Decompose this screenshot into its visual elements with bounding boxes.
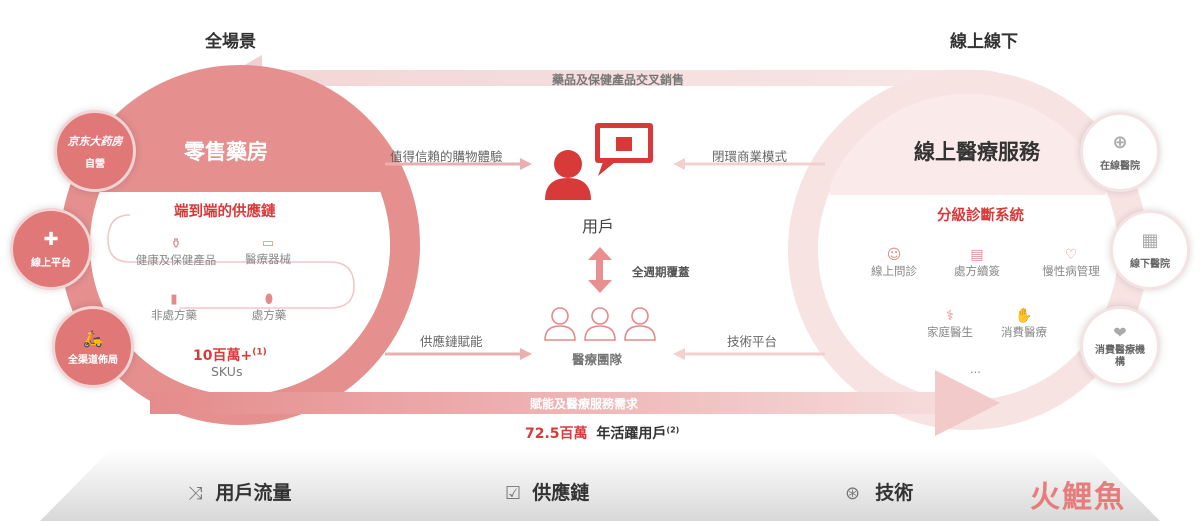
pillar-label: 技術	[875, 482, 914, 504]
doctor-icon: ☺	[886, 247, 902, 263]
floor-band	[40, 450, 1160, 521]
capsule-icon: ⬮	[264, 292, 274, 307]
closed-loop-label: 閉環商業模式	[712, 149, 788, 164]
bottle-icon: ⚱	[170, 236, 182, 252]
bubble-label: 線上平台	[31, 258, 71, 269]
stethoscope-icon: ⚕	[946, 308, 954, 324]
active-users: 72.5百萬 年活躍用戶(2)	[525, 423, 679, 443]
jd-pharmacy-logo: 京东大药房	[67, 134, 123, 148]
online-subtitle: 分級診斷系統	[937, 208, 1024, 224]
retail-loop-line	[107, 214, 355, 309]
user-label: 用戶	[582, 217, 615, 236]
pill-bottle-icon: ▮	[170, 292, 178, 307]
online-title-cap	[830, 93, 1106, 195]
sku-count: 10百萬+(1)	[193, 345, 267, 365]
pillar-technology: ⊛ 技術	[845, 478, 913, 505]
retail-subtitle: 端到端的供應鏈	[174, 204, 276, 220]
trusted-experience-label: 值得信賴的購物體驗	[390, 149, 503, 164]
heartbeat-icon: ♡	[1064, 247, 1078, 263]
online-item-chronic: ♡ 慢性病管理	[1036, 247, 1106, 279]
online-title: 線上醫療服務	[914, 140, 1040, 164]
pillar-traffic: ⤨ 用戶流量	[188, 478, 292, 505]
retail-title: 零售藥房	[184, 140, 268, 164]
bottom-band-arrow-head	[935, 370, 1000, 436]
user-icon	[545, 123, 653, 200]
medical-team-icons	[544, 307, 656, 341]
checklist-icon: ☑	[505, 483, 522, 504]
bubble-label: 線下醫院	[1130, 259, 1170, 270]
middle-arrows	[385, 158, 825, 360]
online-item-family-doctor: ⚕ 家庭醫生	[918, 308, 982, 340]
retail-title-cap	[100, 83, 380, 192]
sku-value: 10百萬+	[193, 348, 253, 364]
bubble-consumer-institution: ❤ 消費醫療機構	[1080, 306, 1160, 386]
bubble-label: 全渠道佈局	[68, 354, 118, 366]
hand-care-icon: ✋	[1015, 308, 1033, 324]
medical-kit-icon: ✚	[43, 229, 59, 250]
active-users-label: 年活躍用戶	[596, 426, 667, 442]
online-item-label: 家庭醫生	[927, 325, 973, 339]
online-item-label: 消費醫療	[1001, 325, 1047, 339]
retail-item-label: 非處方藥	[151, 308, 197, 322]
sku-unit: SKUs	[211, 364, 243, 379]
supply-chain-enable-label: 供應鏈賦能	[420, 334, 483, 349]
online-item-label: 慢性病管理	[1042, 264, 1100, 278]
online-item-consumer: ✋ 消費醫療	[992, 308, 1056, 340]
bottom-band	[150, 392, 950, 414]
delivery-bike-icon: 🛵	[83, 328, 103, 348]
retail-item-health: ⚱ 健康及保健產品	[134, 236, 218, 268]
shuffle-icon: ⤨	[188, 483, 203, 504]
bubble-label: 自營	[85, 158, 105, 170]
online-item-renewal: ▤ 處方續簽	[945, 247, 1009, 279]
hospital-building-icon: ▦	[1141, 230, 1159, 251]
sku-footnote: (1)	[252, 347, 267, 358]
medical-team-label: 醫療團隊	[572, 352, 623, 367]
bubble-label: 消費醫療機構	[1095, 345, 1145, 368]
bubble-label: 在線醫院	[1100, 161, 1140, 172]
watermark-logo: 火鯉魚	[1030, 480, 1126, 515]
pillar-label: 用戶流量	[215, 482, 292, 504]
retail-item-devices: ▭ 醫療器械	[236, 236, 300, 267]
scenario-label: 全場景	[205, 32, 256, 52]
bubble-omnichannel: 🛵 全渠道佈局	[52, 306, 134, 388]
pillar-supply-chain: ☑ 供應鏈	[505, 478, 589, 505]
top-band-label: 藥品及保健產品交叉銷售	[552, 73, 685, 87]
online-item-label: 處方續簽	[954, 264, 1000, 278]
care-hands-icon: ❤	[1113, 323, 1127, 342]
bubble-self-operated: 京东大药房 自營	[54, 110, 136, 192]
bubble-offline-hospital: ▦ 線下醫院	[1110, 210, 1190, 290]
tech-platform-label: 技術平台	[727, 334, 778, 349]
retail-item-rx: ⬮ 處方藥	[242, 292, 296, 323]
online-offline-label: 線上線下	[950, 32, 1018, 52]
monitor-icon: ▭	[261, 236, 275, 251]
active-users-footnote: (2)	[666, 425, 680, 435]
top-band-arrow	[260, 70, 1010, 90]
globe-hospital-icon: ⊕	[1112, 132, 1128, 153]
online-item-label: 線上問診	[871, 264, 917, 278]
online-item-consult: ☺ 線上問診	[862, 247, 926, 279]
full-cycle-label: 全週期覆蓋	[632, 265, 690, 279]
retail-item-label: 處方藥	[251, 308, 287, 322]
online-ellipsis: ...	[970, 362, 981, 376]
retail-item-label: 醫療器械	[245, 252, 291, 266]
retail-item-label: 健康及保健產品	[135, 253, 217, 267]
bubble-online-hospital: ⊕ 在線醫院	[1080, 112, 1160, 192]
active-users-value: 72.5百萬	[525, 426, 588, 442]
bottom-band-label: 賦能及醫療服務需求	[530, 397, 639, 411]
bubble-online-platform: ✚ 線上平台	[10, 208, 92, 290]
pillar-label: 供應鏈	[532, 482, 590, 504]
globe-icon: ⊛	[845, 483, 861, 504]
retail-item-otc: ▮ 非處方藥	[144, 292, 204, 323]
prescription-icon: ▤	[970, 247, 984, 263]
